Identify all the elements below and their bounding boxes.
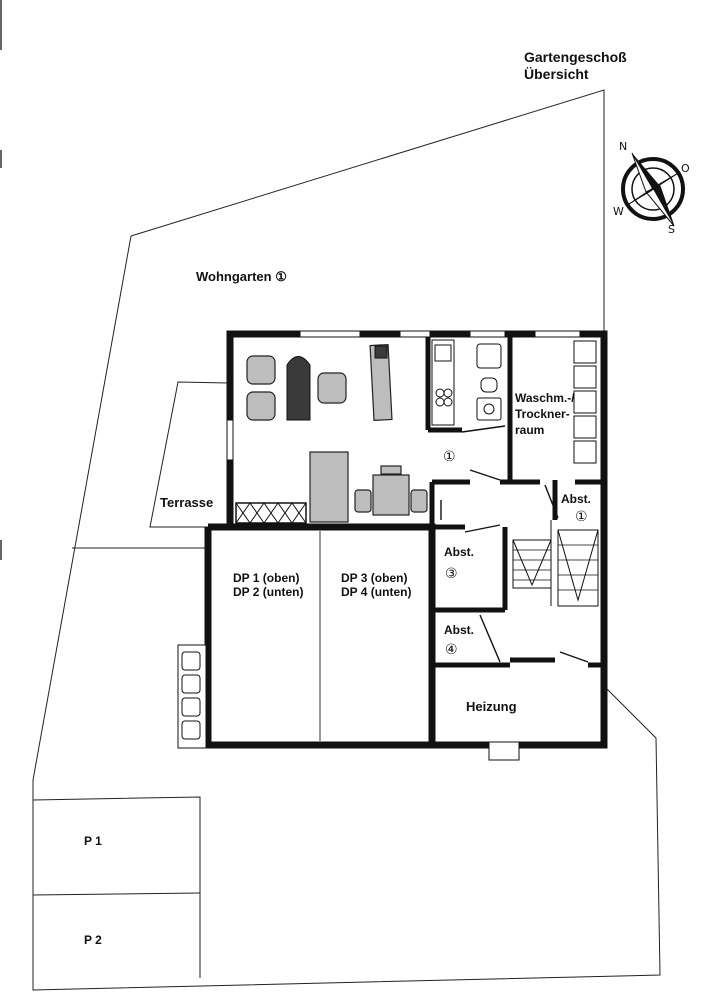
dp34-label-line2: DP 4 (unten) (341, 585, 411, 599)
abst3-title: Abst. (444, 545, 474, 559)
parking-area (32, 796, 201, 978)
door-swings (440, 425, 589, 663)
windows (226, 330, 581, 761)
plan-subtitle: Übersicht (524, 66, 589, 82)
heizung-label: Heizung (466, 699, 517, 714)
abst4-title: Abst. (444, 623, 474, 637)
dp12-label-line1: DP 1 (oben) (233, 571, 299, 585)
abst1-number: ① (575, 509, 588, 525)
dp12-label-line2: DP 2 (unten) (233, 585, 303, 599)
raum-label: raum (515, 423, 544, 437)
compass-w: W (613, 205, 624, 218)
trockner-label: Trockner- (515, 407, 570, 421)
garage-side-stacks (177, 644, 207, 749)
staircase (512, 520, 599, 607)
dp34-label-line1: DP 3 (oben) (341, 571, 407, 585)
terrace-outline (149, 381, 229, 528)
plan-title: Gartengeschoß (524, 49, 627, 65)
living-room-marker: ① (443, 449, 456, 465)
parking-p1-label: P 1 (84, 834, 102, 848)
terrasse-label: Terrasse (160, 495, 213, 510)
abst1-title: Abst. (561, 492, 591, 506)
living-room-furniture (235, 343, 428, 524)
waschm-label: Waschm.-/ (515, 391, 575, 405)
bathroom-fixtures (476, 343, 502, 421)
abst3-number: ③ (445, 566, 458, 582)
compass-o: O (681, 162, 690, 175)
building-walls (204, 330, 608, 749)
compass-s: S (668, 223, 675, 236)
kitchen-unit (431, 339, 455, 426)
wohngarten-label: Wohngarten ① (196, 269, 287, 284)
parking-p2-label: P 2 (84, 933, 102, 947)
abst4-number: ④ (445, 642, 458, 658)
laundry-appliances (573, 340, 597, 464)
compass-n: N (619, 140, 627, 153)
compass-rose-icon (621, 152, 685, 227)
